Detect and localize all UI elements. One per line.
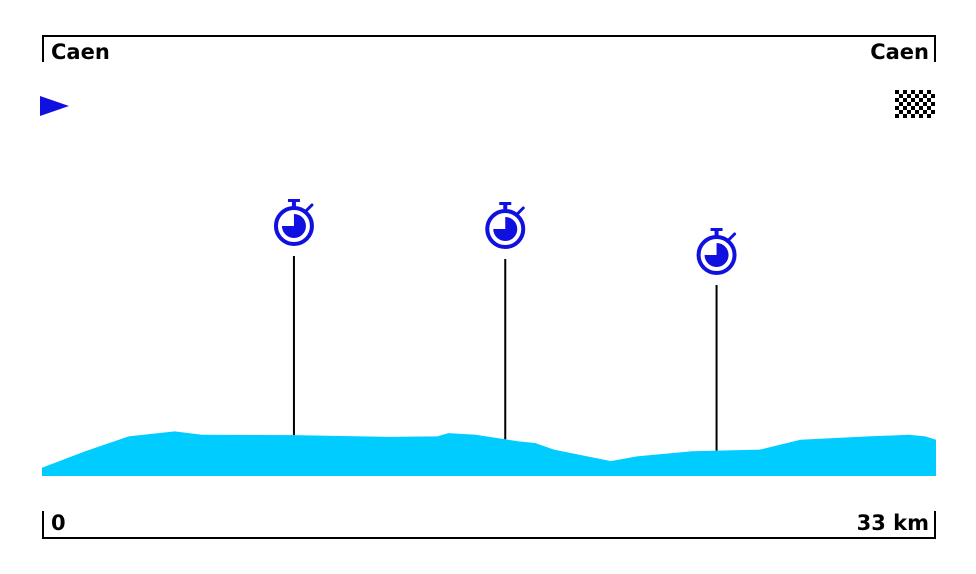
checker-square — [923, 110, 927, 114]
checker-square — [923, 94, 927, 98]
checker-square — [919, 114, 923, 118]
checker-square — [903, 106, 907, 110]
checker-square — [919, 90, 923, 94]
checker-square — [915, 102, 919, 106]
elevation-profile-area — [42, 431, 936, 476]
checkpoints-layer — [273, 199, 737, 451]
finish-place-label: Caen — [870, 40, 929, 64]
checker-square — [903, 98, 907, 102]
checker-square — [927, 114, 931, 118]
checkered-flag-icon — [895, 90, 935, 118]
checker-square — [915, 110, 919, 114]
checker-square — [899, 94, 903, 98]
stopwatch-icon — [696, 228, 737, 275]
checker-square — [923, 102, 927, 106]
checker-square — [931, 110, 935, 114]
checker-square — [915, 94, 919, 98]
checker-square — [895, 106, 899, 110]
stopwatch-icon — [485, 202, 526, 249]
checker-square — [907, 110, 911, 114]
checker-square — [907, 102, 911, 106]
stopwatch-icon — [273, 199, 314, 246]
checker-square — [895, 90, 899, 94]
checker-square — [907, 94, 911, 98]
checker-square — [911, 114, 915, 118]
checker-square — [895, 98, 899, 102]
start-flag-icon — [40, 96, 69, 116]
checker-square — [895, 114, 899, 118]
checker-square — [903, 90, 907, 94]
checker-square — [927, 90, 931, 94]
checker-square — [927, 98, 931, 102]
checker-square — [931, 94, 935, 98]
checker-square — [927, 106, 931, 110]
checker-square — [911, 98, 915, 102]
checker-square — [899, 102, 903, 106]
checker-square — [919, 98, 923, 102]
start-place-label: Caen — [51, 40, 110, 64]
checker-square — [911, 106, 915, 110]
start-distance-label: 0 — [51, 511, 66, 535]
checker-square — [911, 90, 915, 94]
end-distance-label: 33 km — [857, 511, 929, 535]
checker-square — [899, 110, 903, 114]
checker-square — [931, 102, 935, 106]
checker-square — [919, 106, 923, 110]
checker-square — [903, 114, 907, 118]
